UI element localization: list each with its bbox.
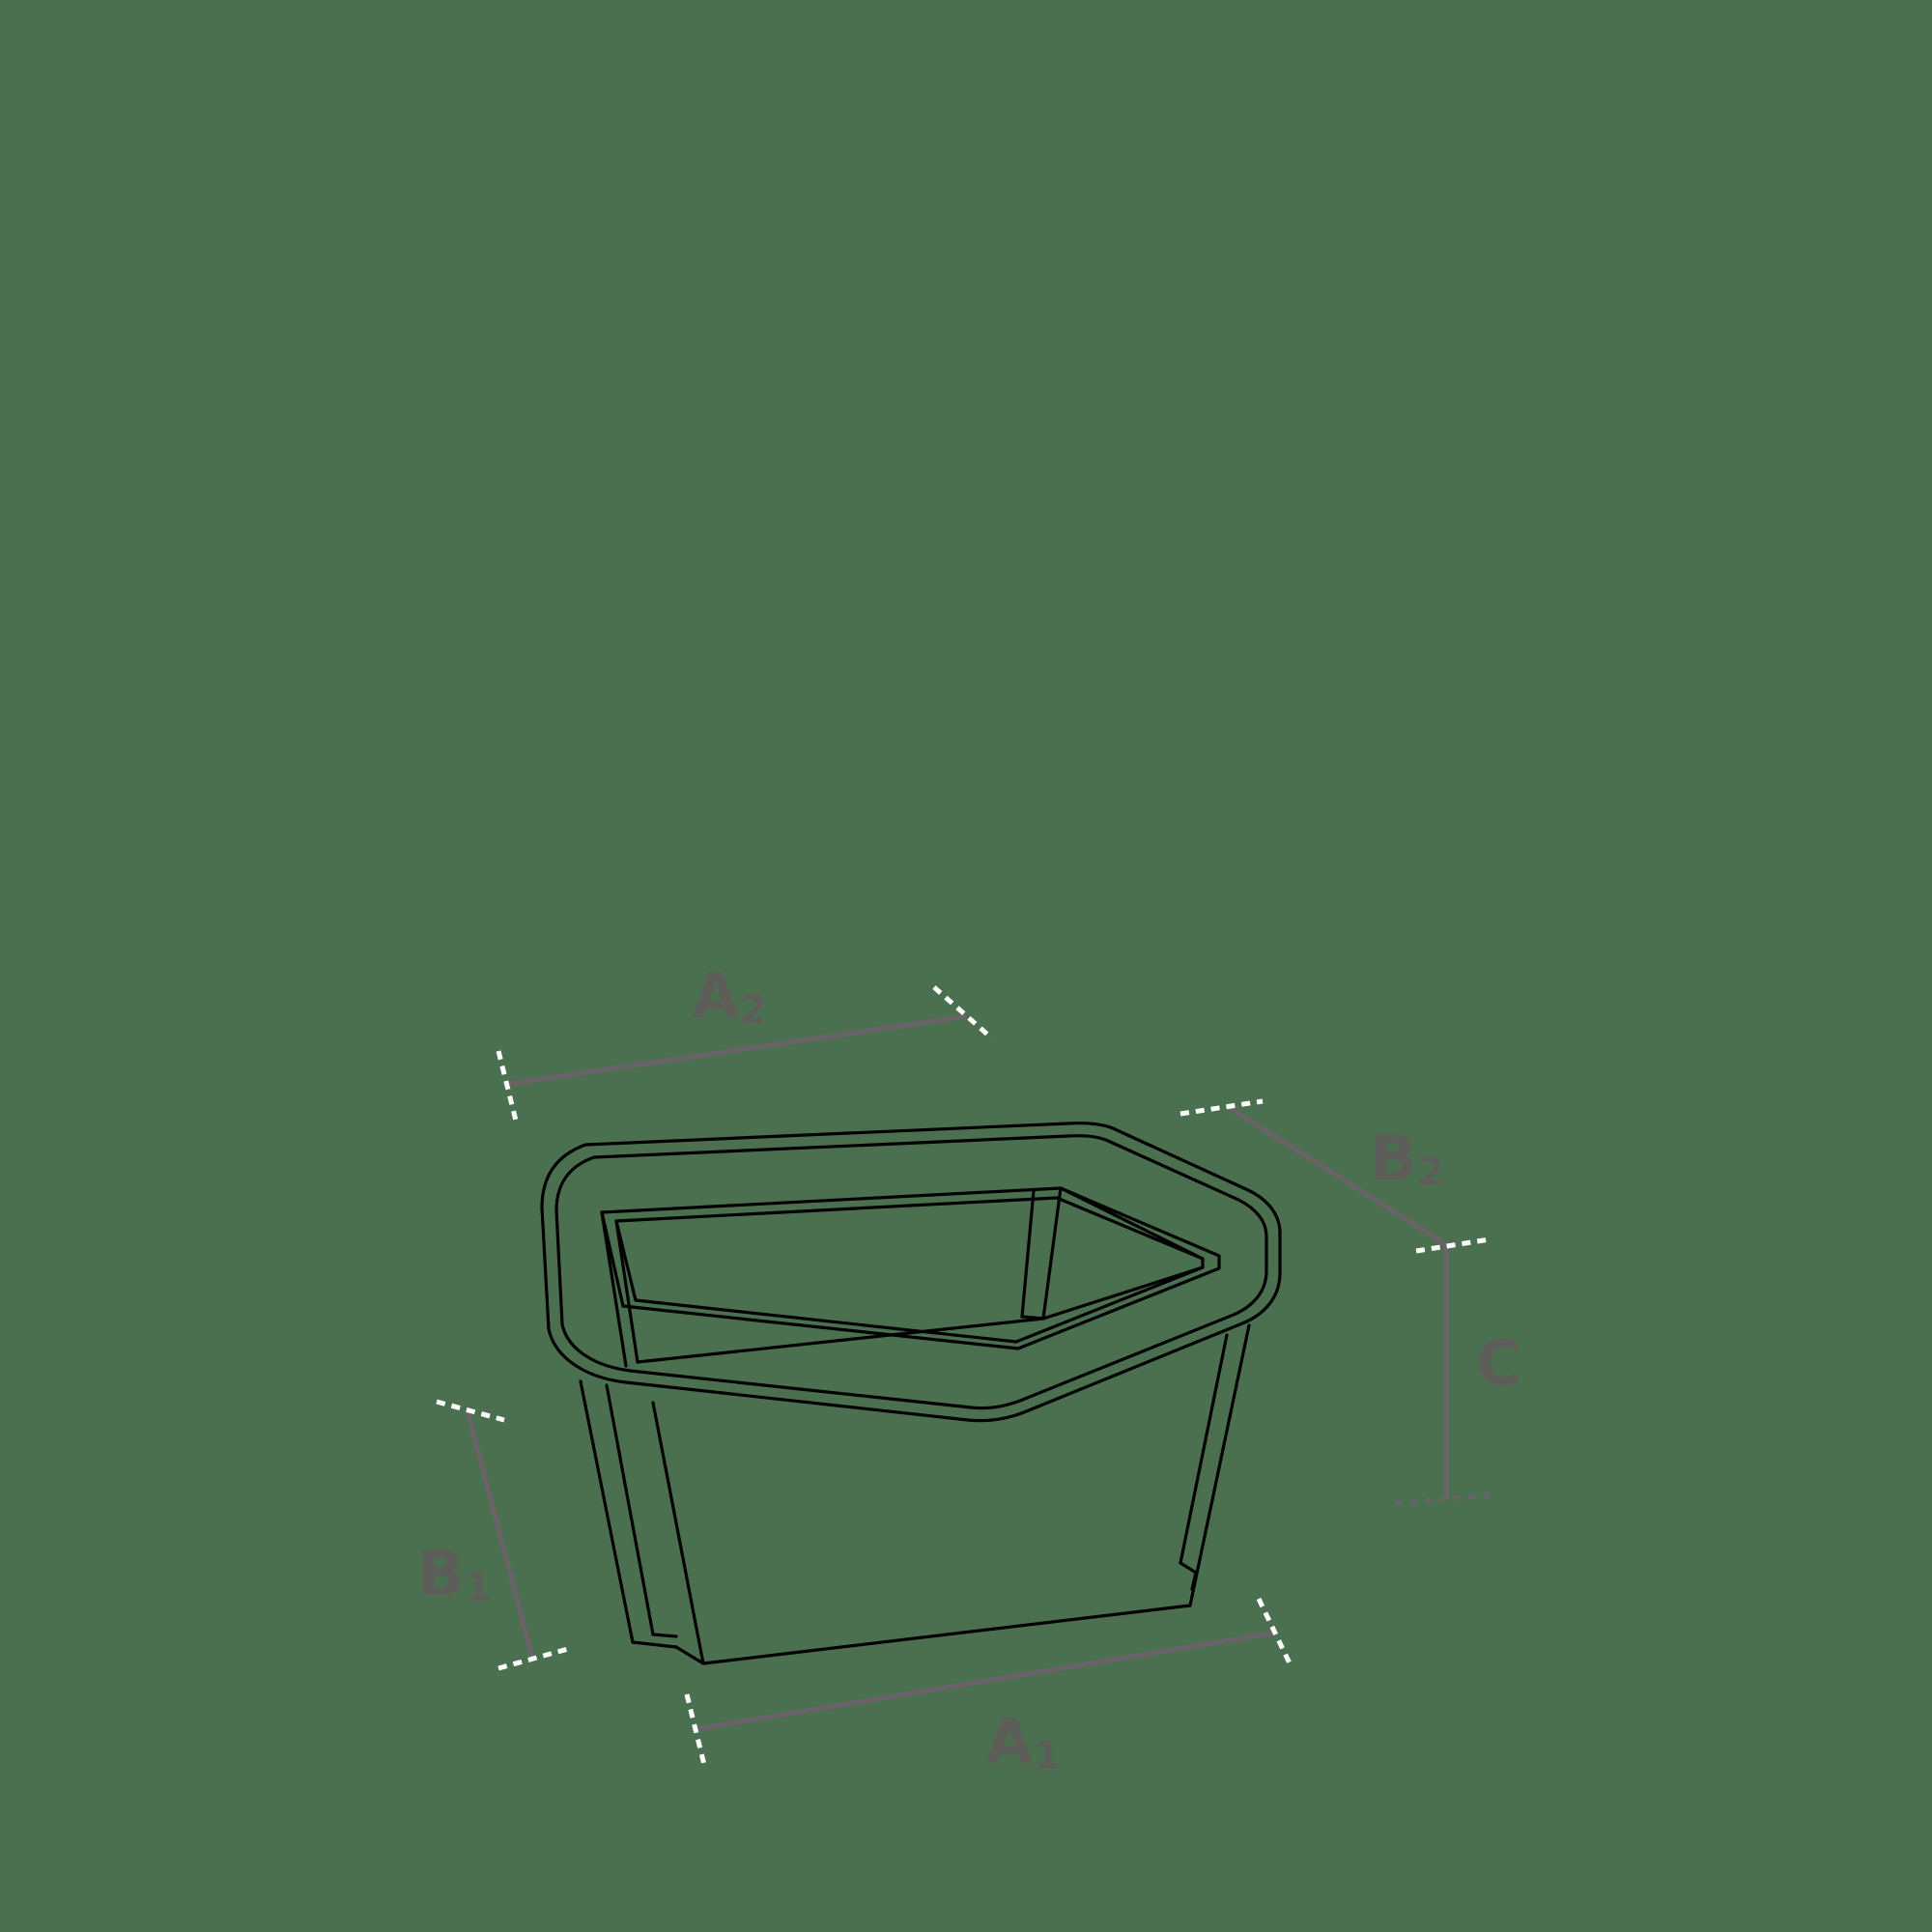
rim-outer-edge-second xyxy=(554,1134,1268,1410)
dimension-label-a1-sub: 1 xyxy=(1033,1733,1061,1778)
tick-b2-end xyxy=(1415,1236,1491,1254)
dim-line-a2 xyxy=(508,1013,967,1087)
basket-illustration xyxy=(540,1122,1282,1665)
dimension-label-b2-sub: 2 xyxy=(1417,1150,1444,1195)
tick-a1-start xyxy=(684,1693,707,1766)
body-right-edge-outer xyxy=(1188,1323,1251,1607)
dimension-label-b1: B1 xyxy=(417,1544,492,1606)
tick-b1-end xyxy=(497,1646,569,1671)
dim-line-a1 xyxy=(696,1630,1278,1732)
interior-rib-foot xyxy=(1020,1315,1045,1321)
tick-b2-start xyxy=(1179,1098,1264,1117)
interior-right-diagonal xyxy=(1059,1186,1205,1261)
tick-a2-end xyxy=(932,985,994,1040)
tick-c-bottom xyxy=(1396,1492,1499,1506)
body-front-left-rise xyxy=(651,1401,705,1665)
dimension-label-a2-base: A xyxy=(692,961,740,1033)
dimension-label-b1-sub: 1 xyxy=(465,1565,492,1610)
dim-line-b1 xyxy=(465,1410,535,1659)
dimension-label-b1-base: B xyxy=(417,1539,465,1610)
body-right-edge-inner xyxy=(1179,1333,1229,1565)
dimension-label-b2: B2 xyxy=(1370,1128,1444,1191)
dim-line-b2 xyxy=(1225,1103,1449,1248)
dimension-label-c: C xyxy=(1476,1333,1521,1395)
tick-a1-end xyxy=(1256,1597,1294,1669)
opening-inner-line xyxy=(614,1196,1205,1344)
dimension-label-c-base: C xyxy=(1476,1328,1521,1400)
rim-outer-edge xyxy=(540,1122,1282,1423)
tick-b1-start xyxy=(436,1399,505,1423)
body-left-foot-2 xyxy=(651,1633,678,1638)
opening-outer-line xyxy=(600,1186,1221,1350)
dimension-lines xyxy=(465,1013,1449,1732)
dimension-ticks-dotted xyxy=(1396,1492,1499,1506)
body-front-bottom xyxy=(674,1604,1192,1665)
interior-back-wall-bottom xyxy=(636,1265,1205,1364)
body-left-foot xyxy=(631,1640,678,1649)
interior-left-wall xyxy=(614,1219,639,1364)
dimension-ticks xyxy=(436,985,1491,1766)
dimension-label-b2-base: B xyxy=(1370,1123,1417,1195)
body-left-edge-outer xyxy=(579,1379,635,1644)
dimension-label-a1: A1 xyxy=(985,1712,1061,1775)
body-right-foot xyxy=(1179,1561,1198,1591)
interior-rib-right-outer xyxy=(1041,1186,1063,1321)
dimension-label-a2: A2 xyxy=(692,966,767,1029)
body-left-edge-inner xyxy=(605,1383,655,1636)
tick-a2-start xyxy=(496,1050,519,1122)
dimension-label-a2-sub: 2 xyxy=(739,987,767,1033)
dimension-label-a1-base: A xyxy=(985,1707,1034,1778)
interior-left-wall-2 xyxy=(600,1210,628,1368)
interior-rib-right-inner xyxy=(1020,1189,1036,1319)
